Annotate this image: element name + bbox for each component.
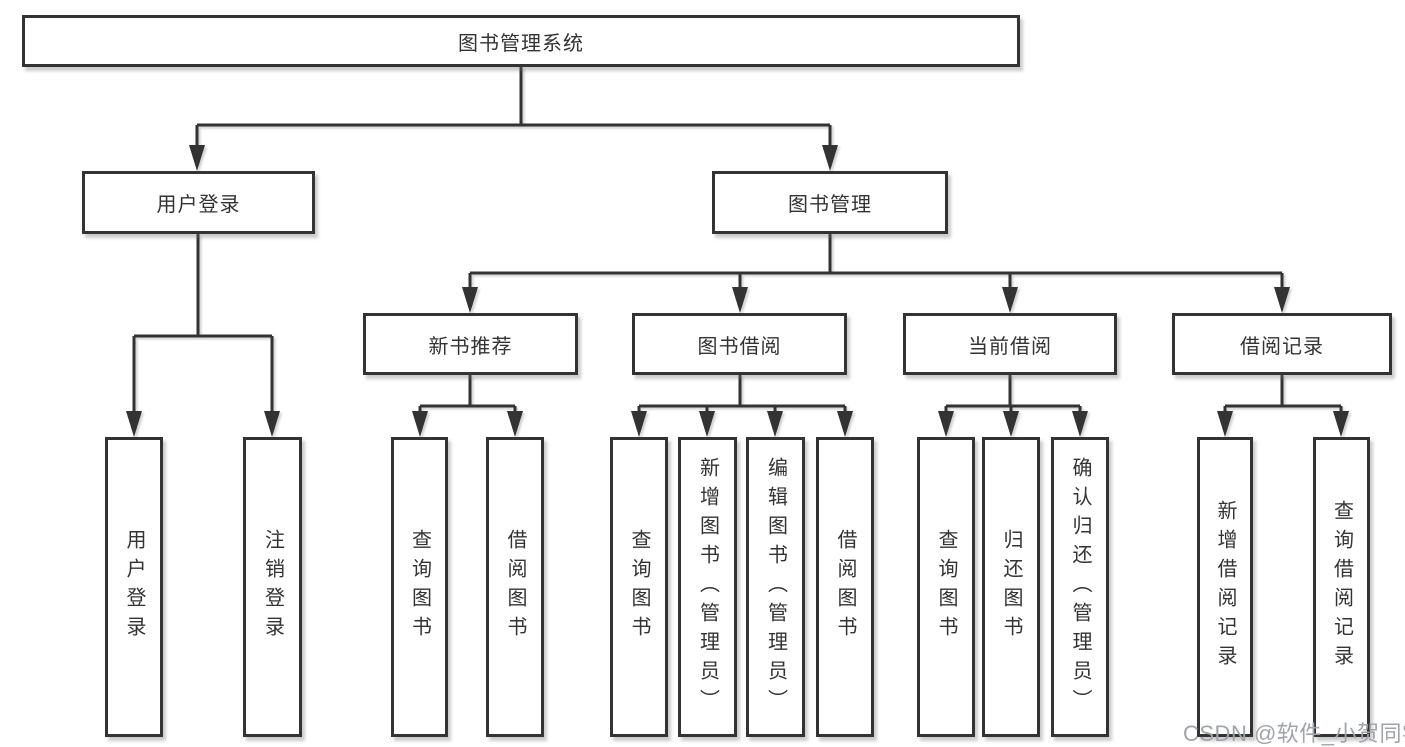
leaf-borrow-book: 借阅图书 xyxy=(816,437,874,737)
node-current-borrow: 当前借阅 xyxy=(903,313,1117,375)
node-current-borrow-label: 当前借阅 xyxy=(968,335,1052,358)
node-root-label: 图书管理系统 xyxy=(458,32,584,55)
node-borrow-history-label: 借阅记录 xyxy=(1240,335,1324,358)
node-user-login-label: 用户登录 xyxy=(156,194,241,216)
leaf-current-query-book-label: 查询图书 xyxy=(935,529,957,645)
edge-login-to-leaves xyxy=(126,234,280,437)
leaf-add-book-admin-label: 新增图书（管理员） xyxy=(696,456,719,718)
leaf-query-borrow-record: 查询借阅记录 xyxy=(1313,437,1370,737)
edge-root-to-level1 xyxy=(189,67,838,171)
leaf-add-borrow-record: 新增借阅记录 xyxy=(1197,437,1253,737)
leaf-query-borrow-record-label: 查询借阅记录 xyxy=(1330,500,1353,674)
node-user-login: 用户登录 xyxy=(82,171,315,234)
edge-current-to-leaves xyxy=(938,375,1088,437)
leaf-return-book: 归还图书 xyxy=(982,437,1040,737)
node-book-borrow: 图书借阅 xyxy=(632,313,847,375)
leaf-edit-book-admin-label: 编辑图书（管理员） xyxy=(764,456,787,718)
leaf-current-query-book: 查询图书 xyxy=(917,437,975,737)
leaf-edit-book-admin: 编辑图书（管理员） xyxy=(746,437,805,737)
leaf-logout-label: 注销登录 xyxy=(261,529,284,645)
leaf-recommend-query-book-label: 查询图书 xyxy=(408,529,431,645)
edge-mgmt-to-groups xyxy=(462,234,1290,313)
leaf-logout: 注销登录 xyxy=(243,437,302,737)
node-book-management-label: 图书管理 xyxy=(788,194,872,216)
leaf-borrow-query-book: 查询图书 xyxy=(610,437,668,737)
leaf-return-book-label: 归还图书 xyxy=(1000,529,1022,645)
leaf-borrow-book-label: 借阅图书 xyxy=(834,529,856,645)
leaf-borrow-query-book-label: 查询图书 xyxy=(628,529,650,645)
edge-recommend-to-leaves xyxy=(412,375,523,437)
node-book-borrow-label: 图书借阅 xyxy=(697,335,782,358)
node-new-book-recommend-label: 新书推荐 xyxy=(428,335,513,358)
leaf-add-book-admin: 新增图书（管理员） xyxy=(678,437,737,737)
node-book-management: 图书管理 xyxy=(712,171,948,234)
node-borrow-history: 借阅记录 xyxy=(1172,313,1392,375)
watermark: CSDN @软件_小贺同学 xyxy=(1183,721,1405,746)
leaf-confirm-return-admin-label: 确认归还（管理员） xyxy=(1069,456,1091,718)
leaf-user-login: 用户登录 xyxy=(105,437,163,737)
leaf-add-borrow-record-label: 新增借阅记录 xyxy=(1214,500,1236,674)
leaf-recommend-borrow-book-label: 借阅图书 xyxy=(504,529,526,645)
leaf-recommend-query-book: 查询图书 xyxy=(391,437,448,737)
edge-history-to-leaves xyxy=(1217,375,1349,437)
node-new-book-recommend: 新书推荐 xyxy=(363,313,578,375)
leaf-confirm-return-admin: 确认归还（管理员） xyxy=(1051,437,1109,737)
leaf-recommend-borrow-book: 借阅图书 xyxy=(486,437,544,737)
leaf-user-login-label: 用户登录 xyxy=(123,529,145,645)
edge-borrow-to-leaves xyxy=(631,375,853,437)
node-root: 图书管理系统 xyxy=(22,15,1020,67)
